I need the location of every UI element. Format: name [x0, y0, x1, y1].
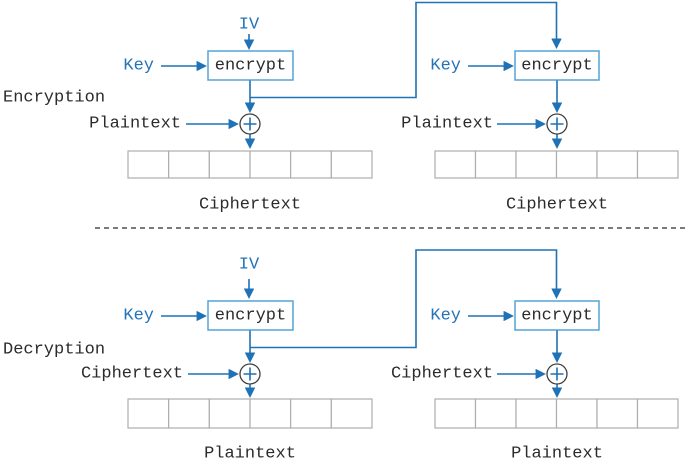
plaintext-block: [434, 398, 679, 429]
feedback-line: [250, 1, 562, 99]
ciphertext-label: Ciphertext: [199, 196, 301, 215]
encryption-section: Encryption IV Key encrypt Plaintext Ciph…: [3, 1, 679, 215]
encrypt-box: [514, 50, 600, 81]
ciphertext-block: [127, 150, 373, 179]
plaintext-label: Plaintext: [89, 115, 181, 134]
encrypt-box-label: encrypt: [215, 307, 286, 326]
encrypt-box: [207, 300, 294, 331]
xor-plus-icon: [243, 367, 257, 381]
plaintext-label: Plaintext: [204, 445, 296, 462]
plaintext-label: Plaintext: [511, 445, 603, 462]
xor-plus-icon: [550, 117, 564, 131]
ciphertext-label: Ciphertext: [81, 365, 183, 384]
encrypt-box: [514, 300, 600, 331]
feedback-line: [250, 249, 562, 349]
key-label: Key: [430, 57, 461, 76]
key-label: Key: [430, 307, 461, 326]
iv-label: IV: [239, 256, 260, 275]
encrypt-box-label: encrypt: [521, 57, 592, 76]
ciphertext-label: Ciphertext: [506, 196, 608, 215]
section-label: Decryption: [3, 341, 105, 360]
plaintext-label: Plaintext: [401, 115, 493, 134]
encrypt-box: [207, 50, 294, 81]
ciphertext-block: [434, 150, 679, 179]
ciphertext-label: Ciphertext: [391, 365, 493, 384]
xor-plus-icon: [550, 367, 564, 381]
encrypt-box-label: encrypt: [521, 307, 592, 326]
section-label: Encryption: [3, 89, 105, 108]
xor-plus-icon: [243, 117, 257, 131]
plaintext-block: [127, 398, 373, 429]
key-label: Key: [123, 307, 154, 326]
iv-label: IV: [239, 16, 260, 35]
decryption-section: Decryption IV Key encrypt Ciphertext Pla…: [3, 249, 679, 462]
encrypt-box-label: encrypt: [215, 57, 286, 76]
key-label: Key: [123, 57, 154, 76]
